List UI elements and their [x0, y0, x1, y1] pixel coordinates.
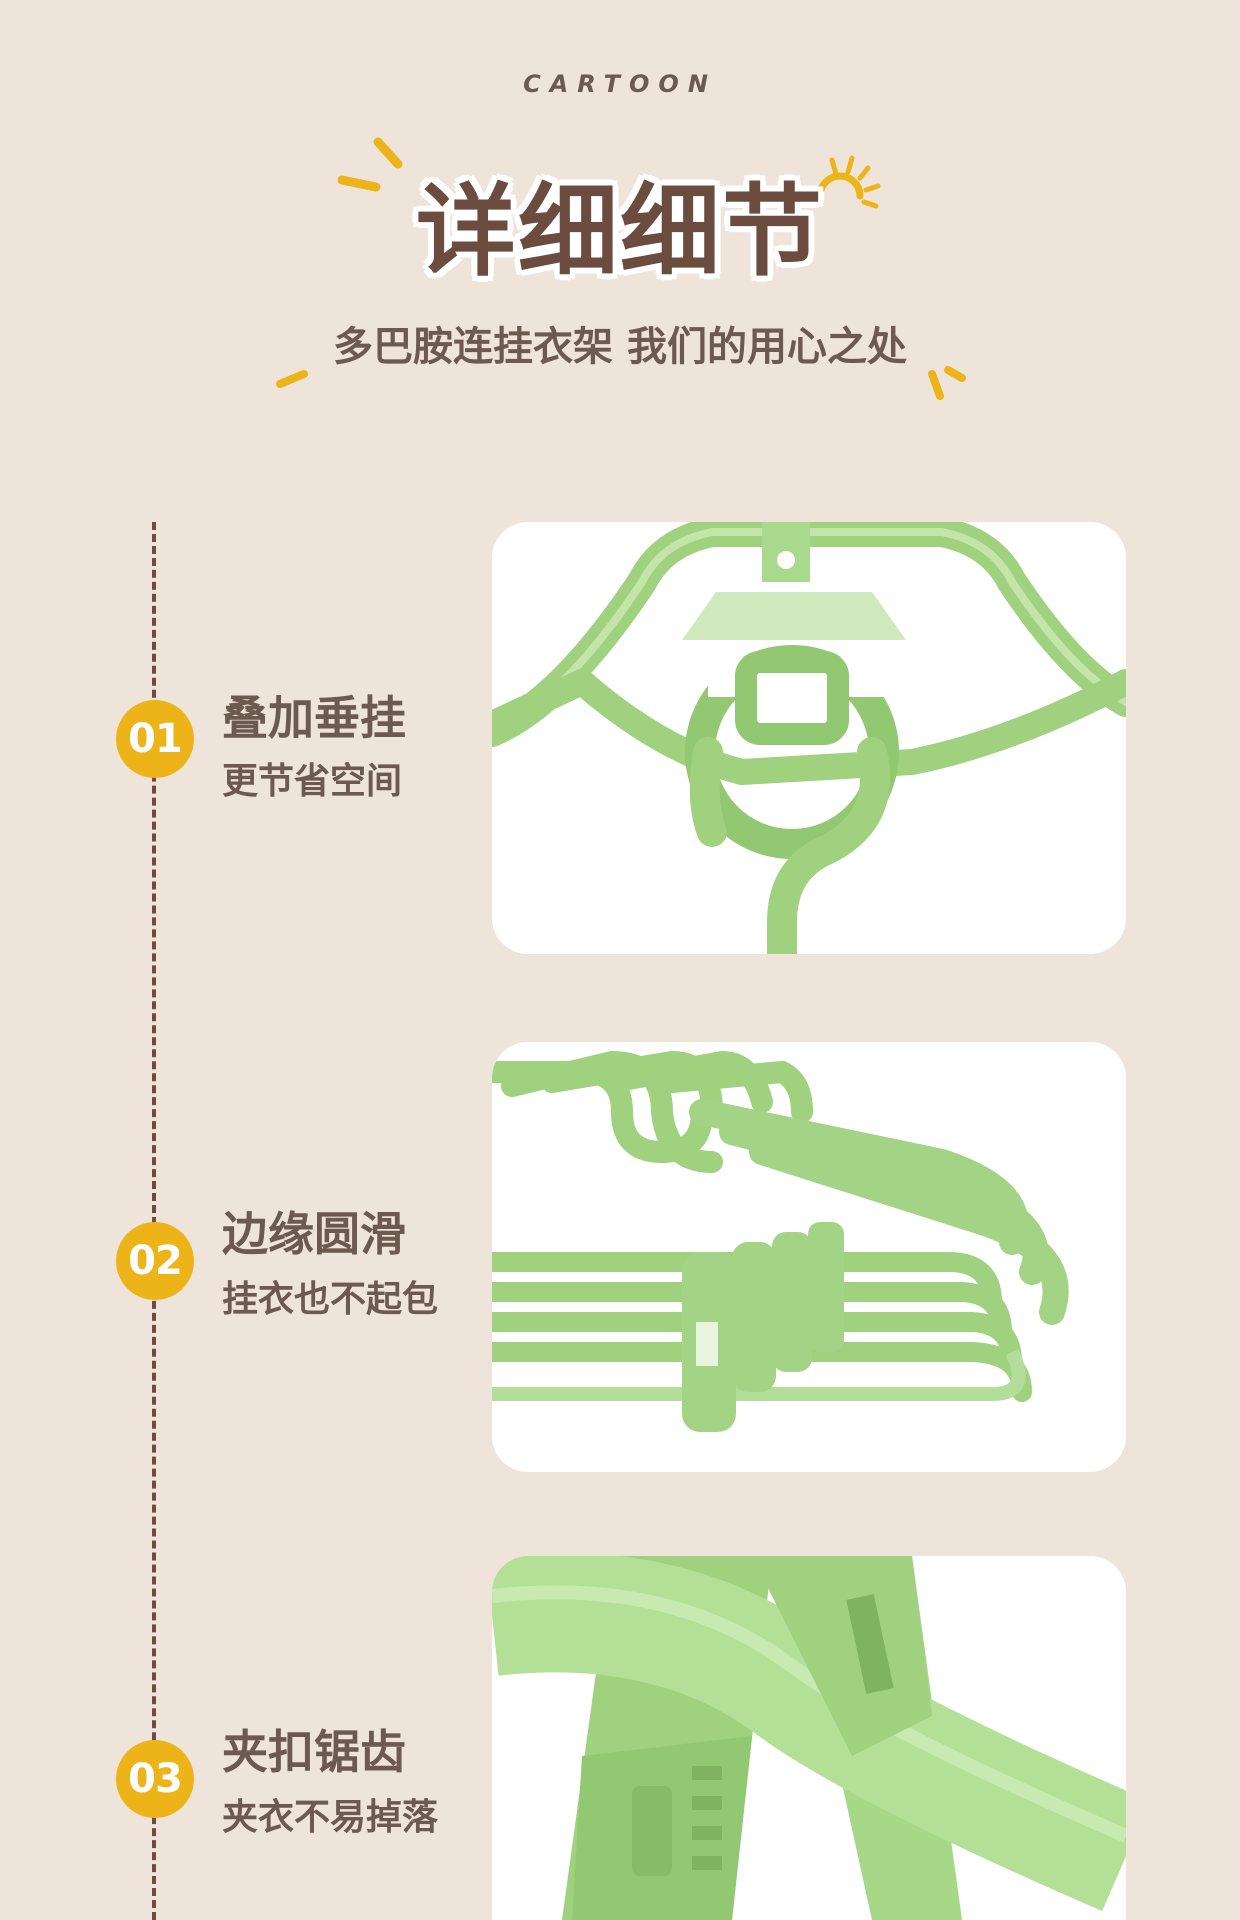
feature-title: 叠加垂挂	[222, 691, 406, 745]
feature-image-card	[492, 522, 1126, 954]
feature-number-badge: 03	[116, 1740, 194, 1818]
hanger-edges-image	[492, 1042, 1126, 1472]
feature-description: 更节省空间	[222, 761, 403, 802]
sun-icon	[816, 155, 881, 209]
decoration-sparkles	[276, 137, 966, 400]
timeline-dashed-line	[152, 522, 156, 1920]
feature-number-badge: 02	[116, 1222, 194, 1300]
feature-description: 夹衣不易掉落	[222, 1797, 439, 1838]
header: CARTOON 详细细节 多巴胺连挂衣架 我们的用心之处	[0, 0, 1240, 440]
feature-title: 边缘圆滑	[222, 1207, 406, 1261]
feature-image-card	[492, 1556, 1126, 1920]
feature-image-card	[492, 1042, 1126, 1472]
page-subtitle: 多巴胺连挂衣架 我们的用心之处	[333, 324, 907, 370]
hanger-stack-image	[492, 522, 1126, 954]
clip-teeth-image	[492, 1556, 1126, 1920]
feature-title: 夹扣锯齿	[222, 1725, 406, 1779]
page-title: 详细细节	[416, 173, 824, 290]
eyebrow-text: CARTOON	[523, 70, 717, 98]
feature-number-badge: 01	[116, 700, 194, 778]
feature-description: 挂衣也不起包	[222, 1279, 439, 1320]
